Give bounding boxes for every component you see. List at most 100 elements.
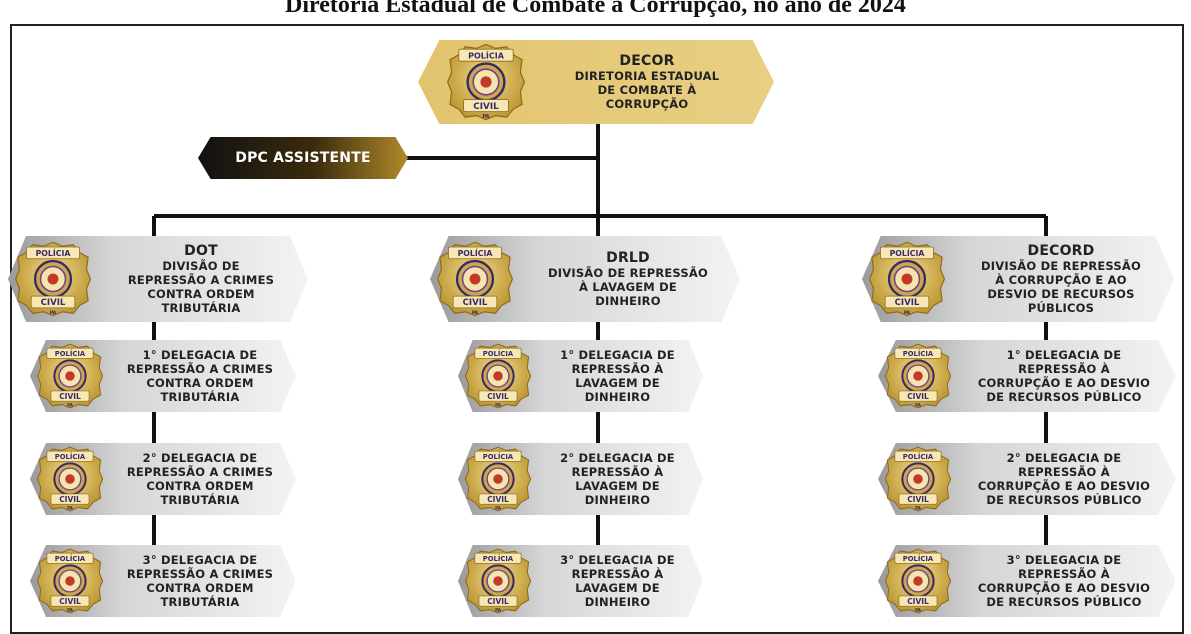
node-shape (198, 137, 408, 179)
node-text-line: REPRESSÃO À (571, 362, 664, 376)
svg-text:PA: PA (915, 403, 922, 408)
node-text-line: 1° DELEGACIA DE (1006, 348, 1122, 362)
svg-text:POLÍCIA: POLÍCIA (483, 554, 514, 563)
svg-text:POLÍCIA: POLÍCIA (55, 554, 86, 563)
node-text-line: CONTRA ORDEM (147, 286, 255, 301)
svg-text:CIVIL: CIVIL (59, 392, 81, 401)
svg-text:CIVIL: CIVIL (895, 298, 920, 308)
node-text-line: TRIBUTÁRIA (161, 300, 241, 315)
policia-civil-badge-icon: POLÍCIA CIVIL PA (464, 445, 532, 513)
svg-text:CIVIL: CIVIL (907, 392, 929, 401)
node-shape (878, 340, 1176, 412)
node-shape (878, 443, 1176, 515)
policia-civil-badge-icon: POLÍCIA CIVIL PA (36, 342, 104, 410)
policia-civil-badge-icon: POLÍCIA CIVIL PA (36, 445, 104, 513)
node-text-line: DINHEIRO (584, 390, 651, 404)
node-text-line: REPRESSÃO À (571, 567, 664, 581)
node-text-line: CORRUPÇÃO E AO DESVIO (977, 479, 1151, 493)
svg-text:PA: PA (67, 608, 74, 613)
node-text-line: LAVAGEM DE (575, 581, 660, 595)
node-text-line: 3° DELEGACIA DE (560, 553, 675, 567)
node-text-line: CONTRA ORDEM (146, 376, 254, 390)
policia-civil-badge-icon: POLÍCIA CIVIL PA (884, 445, 952, 513)
node-text: DPC ASSISTENTE (235, 150, 371, 166)
node-text-line: REPRESSÃO A CRIMES (127, 272, 275, 287)
svg-text:PA: PA (50, 310, 57, 316)
node-code: DRLD (606, 249, 650, 266)
policia-civil-badge-icon: POLÍCIA CIVIL PA (36, 547, 104, 615)
svg-text:CIVIL: CIVIL (487, 495, 509, 504)
svg-text:POLÍCIA: POLÍCIA (458, 249, 493, 258)
svg-text:CIVIL: CIVIL (463, 298, 488, 308)
policia-civil-badge-icon: POLÍCIA CIVIL PA (436, 240, 514, 318)
node-text-line: REPRESSÃO A CRIMES (126, 567, 274, 581)
policia-civil-badge-icon: POLÍCIA CIVIL PA (446, 42, 526, 122)
svg-text:POLÍCIA: POLÍCIA (36, 249, 71, 258)
node-text-line: 3° DELEGACIA DE (142, 553, 258, 567)
node-text-line: REPRESSÃO A CRIMES (126, 465, 274, 479)
svg-text:PA: PA (904, 310, 911, 316)
policia-civil-badge-icon: POLÍCIA CIVIL PA (464, 547, 532, 615)
node-text-line: CORRUPÇÃO E AO DESVIO (977, 376, 1151, 390)
policia-civil-badge-icon: POLÍCIA CIVIL PA (464, 342, 532, 410)
svg-text:POLÍCIA: POLÍCIA (55, 349, 86, 358)
node-text-line: DIRETORIA ESTADUAL (574, 68, 720, 83)
svg-text:PA: PA (495, 506, 502, 511)
node-text-line: 2° DELEGACIA DE (560, 451, 675, 465)
svg-text:PA: PA (67, 506, 74, 511)
node-text-line: REPRESSÃO À (1018, 567, 1110, 581)
svg-text:PA: PA (915, 608, 922, 613)
node-text-line: DE RECURSOS PÚBLICO (986, 493, 1142, 507)
svg-text:POLÍCIA: POLÍCIA (890, 249, 925, 258)
svg-text:POLÍCIA: POLÍCIA (483, 349, 514, 358)
node-text-line: LAVAGEM DE (575, 479, 660, 493)
policia-civil-badge-icon: POLÍCIA CIVIL PA (884, 342, 952, 410)
node-text-line: DE RECURSOS PÚBLICO (986, 390, 1142, 404)
node-text-line: 1° DELEGACIA DE (560, 348, 675, 362)
svg-text:CIVIL: CIVIL (473, 102, 499, 112)
node-text-line: PÚBLICOS (1027, 300, 1095, 315)
node-text-line: CORRUPÇÃO (605, 96, 689, 111)
node-text-line: À CORRUPÇÃO E AO (995, 272, 1127, 287)
node-shape (878, 545, 1176, 617)
node-text-line: DE RECURSOS PÚBLICO (986, 595, 1142, 609)
node-text-line: REPRESSÃO À (1018, 465, 1110, 479)
node-text-line: CORRUPÇÃO E AO DESVIO (977, 581, 1151, 595)
svg-text:PA: PA (495, 608, 502, 613)
svg-text:CIVIL: CIVIL (59, 597, 81, 606)
node-text-line: DIVISÃO DE REPRESSÃO (548, 265, 708, 280)
svg-text:CIVIL: CIVIL (487, 392, 509, 401)
node-code: DECOR (619, 52, 675, 69)
node-text-line: 1° DELEGACIA DE (142, 348, 258, 362)
svg-text:PA: PA (915, 506, 922, 511)
node-dpc-assistente: DPC ASSISTENTE (198, 137, 408, 179)
svg-text:PA: PA (472, 310, 479, 316)
node-text-line: DINHEIRO (584, 493, 651, 507)
node-text-line: 2° DELEGACIA DE (1006, 451, 1122, 465)
policia-civil-badge-icon: POLÍCIA CIVIL PA (14, 240, 92, 318)
node-text-line: LAVAGEM DE (575, 376, 660, 390)
node-code: DOT (184, 242, 218, 259)
node-text-line: À LAVAGEM DE (579, 279, 677, 294)
svg-text:CIVIL: CIVIL (907, 597, 929, 606)
svg-text:POLÍCIA: POLÍCIA (903, 349, 934, 358)
node-text-line: 2° DELEGACIA DE (142, 451, 258, 465)
